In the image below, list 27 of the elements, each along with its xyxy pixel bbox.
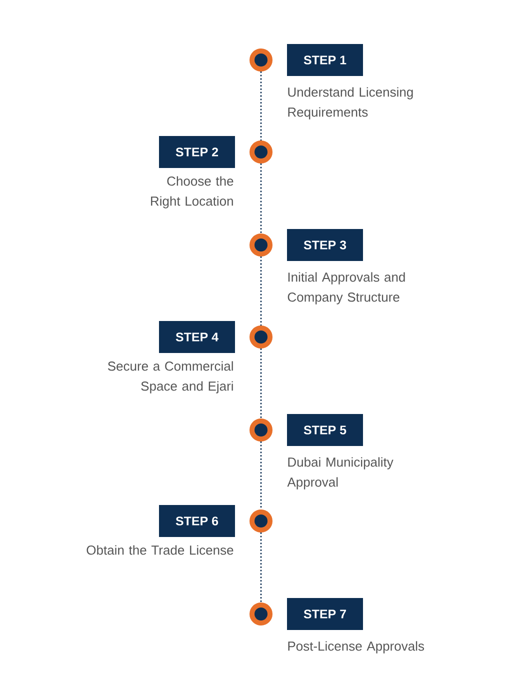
dotted-connector bbox=[260, 532, 262, 602]
timeline-marker bbox=[250, 326, 272, 348]
dotted-connector bbox=[260, 442, 262, 510]
timeline-marker bbox=[250, 418, 272, 442]
step-badge: STEP 1 bbox=[287, 44, 363, 76]
step-description: Dubai Municipality Approval bbox=[287, 457, 394, 490]
timeline-marker bbox=[250, 602, 272, 626]
step-badge: STEP 2 bbox=[159, 136, 235, 168]
timeline-marker bbox=[250, 140, 272, 164]
step-description: Initial Approvals and Company Structure bbox=[288, 272, 405, 304]
step-badge: STEP 4 bbox=[159, 321, 235, 353]
dotted-connector bbox=[260, 348, 262, 418]
timeline-marker bbox=[250, 234, 272, 256]
timeline-marker bbox=[250, 48, 272, 72]
step-badge: STEP 3 bbox=[287, 229, 363, 261]
step-description: Choose the Right Location bbox=[151, 176, 234, 208]
step-badge: STEP 7 bbox=[287, 598, 363, 630]
dotted-connector bbox=[260, 72, 262, 140]
step-description: Secure a Commercial Space and Ejari bbox=[108, 361, 233, 394]
step-badge: STEP 6 bbox=[159, 505, 235, 537]
timeline-marker bbox=[250, 510, 272, 532]
step-description: Obtain the Trade License bbox=[86, 545, 234, 555]
dotted-connector bbox=[260, 256, 262, 326]
step-description: Understand Licensing Requirements bbox=[288, 87, 413, 120]
step-badge: STEP 5 bbox=[287, 414, 363, 446]
step-description: Post-License Approvals bbox=[288, 641, 424, 654]
dotted-connector bbox=[260, 164, 262, 234]
